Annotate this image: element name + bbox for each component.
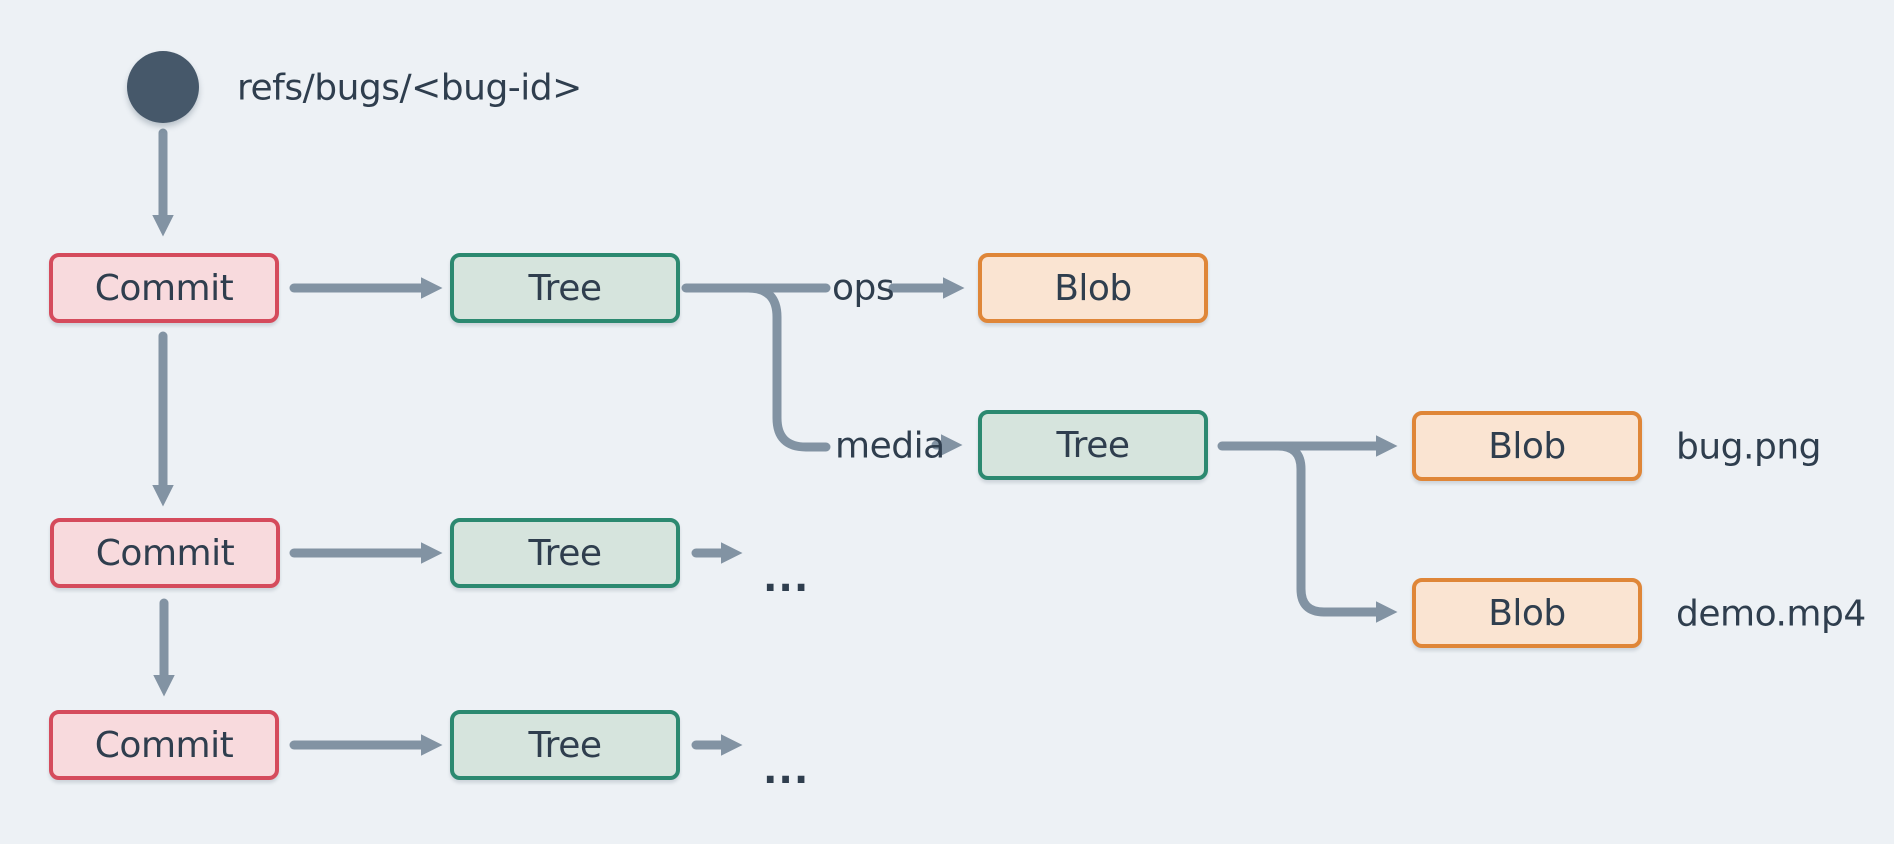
edge-treemedia-branch-to-blob-demo bbox=[1273, 441, 1398, 623]
blob-node-bug-png: Blob bbox=[1412, 411, 1642, 481]
edge-label-ops: ops bbox=[832, 267, 895, 309]
ellipsis-row-2: ... bbox=[763, 556, 810, 600]
tree-node-1: Tree bbox=[450, 253, 680, 323]
ref-name-label: refs/bugs/<bug-id> bbox=[237, 67, 582, 109]
ref-dot bbox=[127, 51, 199, 123]
blob-node-ops: Blob bbox=[978, 253, 1208, 323]
file-label-demo-mp4: demo.mp4 bbox=[1676, 593, 1866, 635]
node-label: Commit bbox=[94, 724, 234, 766]
ellipsis-row-3: ... bbox=[763, 748, 810, 792]
node-label: Blob bbox=[1054, 267, 1132, 309]
tree-node-2: Tree bbox=[450, 518, 680, 588]
edge-tree1-branch-to-media bbox=[743, 283, 831, 452]
file-label-bug-png: bug.png bbox=[1676, 426, 1821, 468]
node-label: Tree bbox=[528, 267, 602, 309]
edge-label-media: media bbox=[835, 425, 945, 467]
tree-node-media: Tree bbox=[978, 410, 1208, 480]
node-label: Blob bbox=[1488, 425, 1566, 467]
node-label: Commit bbox=[94, 267, 234, 309]
node-label: Commit bbox=[95, 532, 235, 574]
node-label: Tree bbox=[528, 724, 602, 766]
commit-node-1: Commit bbox=[49, 253, 279, 323]
node-label: Tree bbox=[528, 532, 602, 574]
commit-node-3: Commit bbox=[49, 710, 279, 780]
node-label: Blob bbox=[1488, 592, 1566, 634]
blob-node-demo-mp4: Blob bbox=[1412, 578, 1642, 648]
node-label: Tree bbox=[1056, 424, 1130, 466]
commit-node-2: Commit bbox=[50, 518, 280, 588]
tree-node-3: Tree bbox=[450, 710, 680, 780]
